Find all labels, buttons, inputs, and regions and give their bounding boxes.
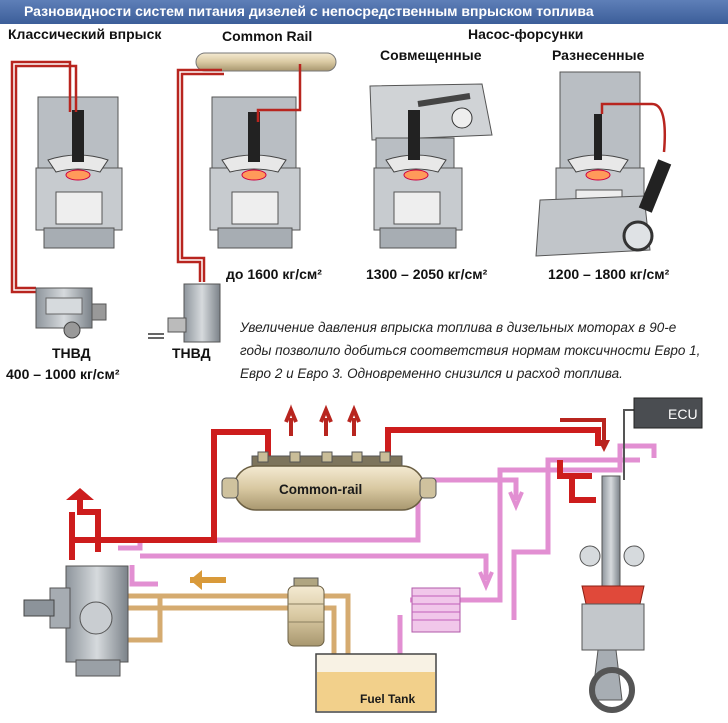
label-common-rail: Common Rail (222, 28, 313, 44)
header-title: Разновидности систем питания дизелей с н… (24, 3, 594, 19)
engine-common-rail (195, 52, 337, 249)
label-unit-injectors: Насос-форсунки (468, 26, 584, 42)
fuel-cooler (411, 587, 461, 633)
label-separated: Разнесенные (552, 47, 645, 63)
label-tnvd-cr: ТНВД (172, 345, 211, 361)
fuel-tank (315, 653, 437, 713)
fuel-filter (287, 577, 325, 647)
flow-arrows (66, 404, 610, 682)
engine-separated (535, 71, 672, 257)
high-pressure-lines (69, 427, 601, 560)
pressure-classic: 400 – 1000 кг/см² (6, 366, 120, 382)
ecu-label: ECU (668, 406, 698, 422)
label-combined: Совмещенные (380, 47, 482, 63)
label-classic-injection: Классический впрыск (8, 26, 162, 42)
engine-combined (369, 83, 493, 249)
hp-pump (23, 565, 129, 677)
pressure-common-rail: до 1600 кг/см² (226, 266, 322, 282)
engine-classic (35, 96, 123, 249)
tnvd-pump-cr (148, 283, 221, 343)
common-rail-bar (221, 451, 437, 511)
injector-cylinder (579, 475, 645, 713)
tnvd-pump-classic (35, 287, 107, 339)
rail-label: Common-rail (279, 482, 362, 497)
pressure-separated: 1200 – 1800 кг/см² (548, 266, 670, 282)
return-lines (118, 443, 657, 670)
note-text: Увеличение давления впрыска топлива в ди… (240, 320, 701, 381)
ecu-unit (623, 397, 703, 480)
header-banner: Разновидности систем питания дизелей с н… (0, 0, 728, 24)
top-pressure-lines (10, 60, 666, 294)
pressure-combined: 1300 – 2050 кг/см² (366, 266, 488, 282)
label-tnvd-classic: ТНВД (52, 345, 91, 361)
tank-label: Fuel Tank (360, 692, 415, 706)
